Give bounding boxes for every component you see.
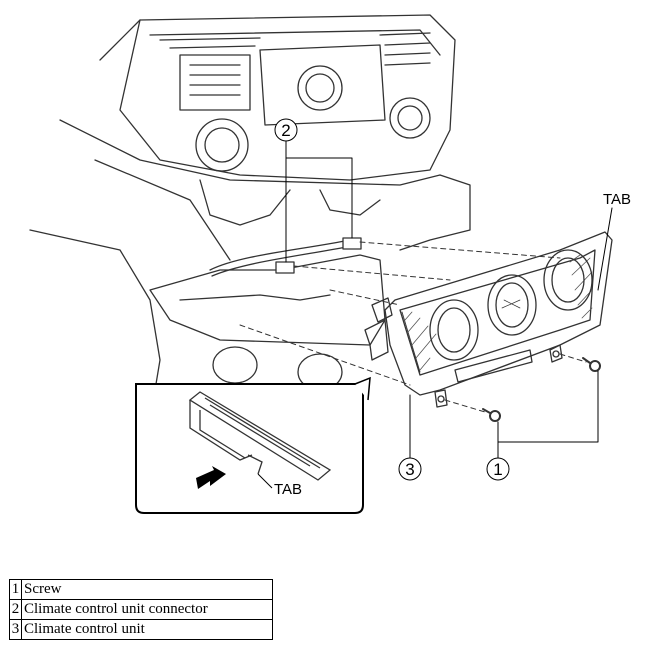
legend-table: 1 Screw 2 Climate control unit connector… (9, 579, 273, 640)
removal-diagram: 2 3 1 TAB TAB (29, 14, 631, 514)
screw-icon (482, 408, 501, 422)
svg-text:3: 3 (405, 460, 414, 479)
connector-a (275, 261, 295, 274)
legend-label: Climate control unit connector (21, 599, 273, 620)
legend-number: 1 (9, 579, 22, 600)
legend-row: 3 Climate control unit (9, 619, 273, 640)
svg-text:1: 1 (493, 460, 502, 479)
dashboard-panel (29, 14, 471, 421)
screw-icon (582, 357, 601, 372)
svg-text:2: 2 (281, 121, 290, 140)
legend-number: 3 (9, 619, 22, 640)
leader-lines (285, 140, 613, 459)
callout-3: 3 (398, 457, 422, 481)
alignment-lines (239, 241, 587, 413)
legend-number: 2 (9, 599, 22, 620)
legend-label: Climate control unit (21, 619, 273, 640)
climate-control-unit (364, 231, 613, 408)
legend-row: 2 Climate control unit connector (9, 599, 273, 620)
legend-label: Screw (21, 579, 273, 600)
callout-1: 1 (486, 457, 510, 481)
callout-2: 2 (274, 118, 298, 142)
tab-detail-inset (135, 376, 371, 514)
tab-label-top: TAB (603, 191, 631, 208)
tab-label-inset: TAB (274, 481, 302, 498)
legend-row: 1 Screw (9, 579, 273, 600)
connector-b (342, 237, 362, 250)
